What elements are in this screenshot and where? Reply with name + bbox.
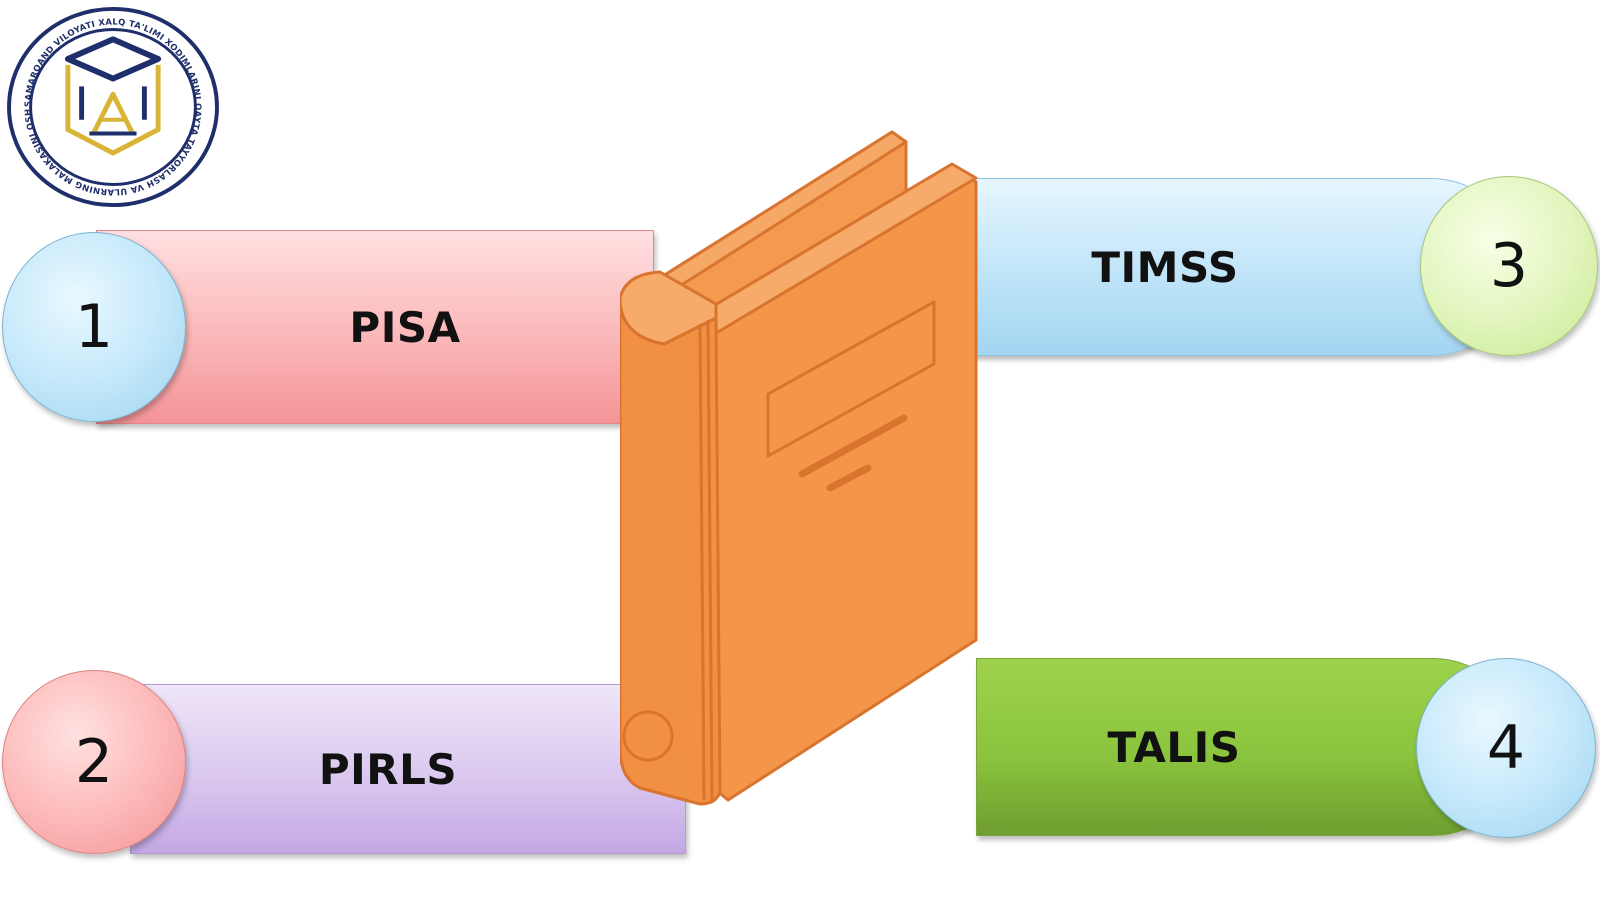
book-icon [620, 130, 978, 806]
item-2-bar: PIRLS [130, 684, 686, 854]
item-1-number: 1 [74, 292, 114, 362]
item-4-number: 4 [1486, 713, 1526, 783]
cube-emblem-icon [64, 36, 162, 156]
item-4-label: TALIS [1107, 722, 1241, 772]
item-1-number-circle: 1 [2, 232, 186, 422]
organization-logo: SAMARQAND VILOYATI XALQ TA'LIMI XODIMLAR… [4, 4, 219, 208]
item-4-number-circle: 4 [1416, 658, 1596, 838]
item-1-label: PISA [349, 302, 461, 352]
item-1-bar: PISA [96, 230, 654, 424]
item-3-number: 3 [1489, 231, 1529, 301]
item-2-number-circle: 2 [2, 670, 186, 854]
item-2-label: PIRLS [318, 744, 458, 794]
item-3-label: TIMSS [1091, 242, 1239, 292]
item-2-number: 2 [74, 727, 114, 797]
item-3-number-circle: 3 [1420, 176, 1598, 356]
